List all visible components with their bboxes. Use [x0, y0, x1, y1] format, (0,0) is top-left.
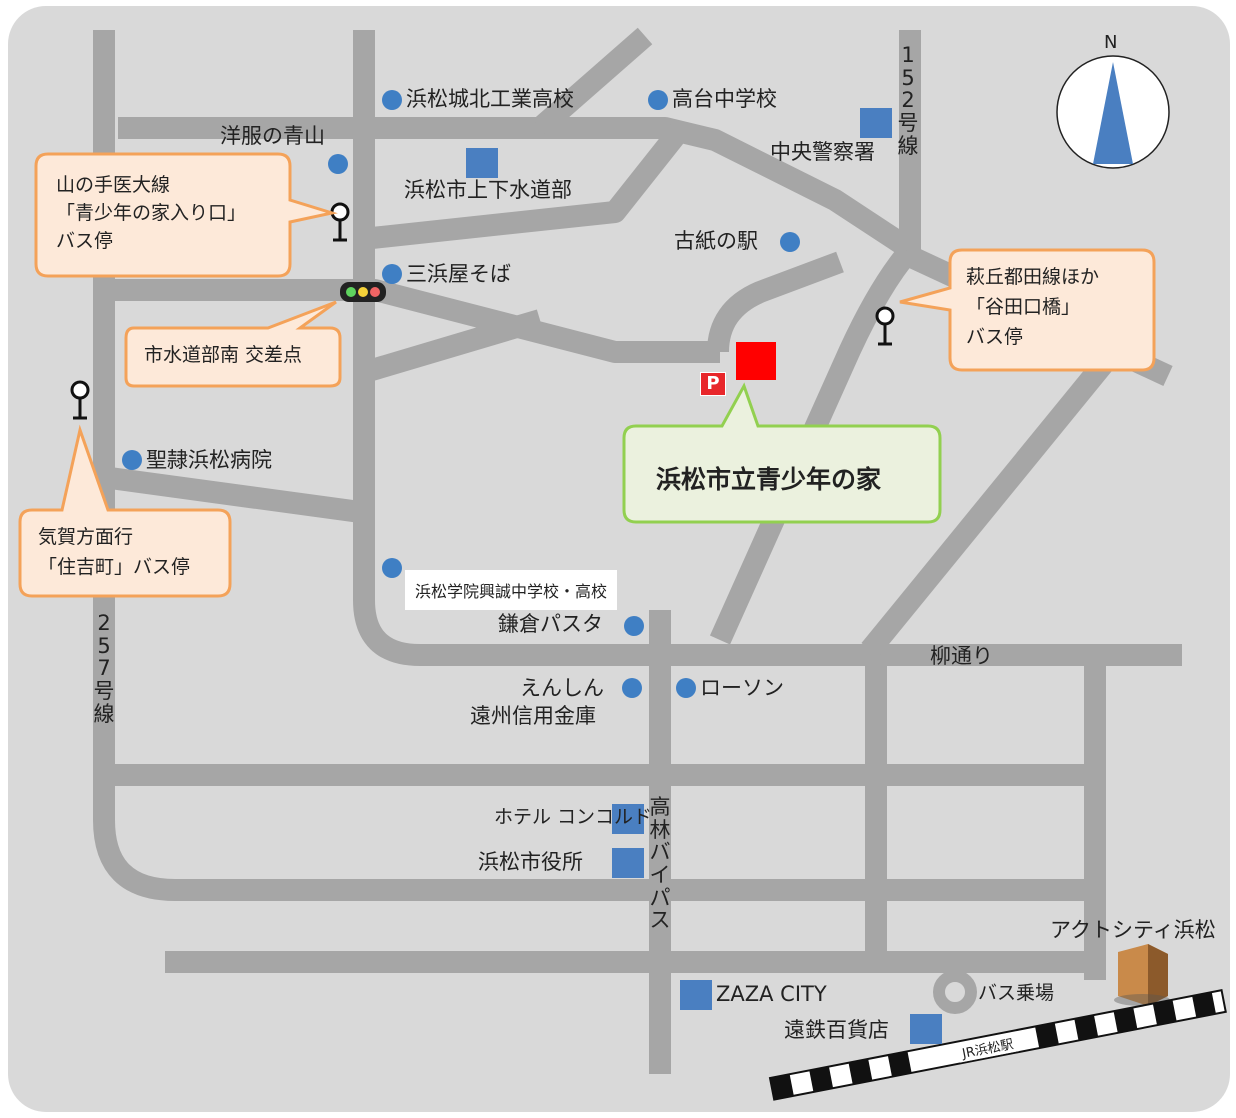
target-label: 浜松市立青少年の家	[656, 465, 882, 494]
poi-zaza: ZAZA CITY	[716, 982, 827, 1006]
road-main-vertical	[353, 30, 1182, 666]
poi-lawson: ローソン	[700, 676, 784, 700]
callout-yamanote-line3: バス停	[56, 230, 114, 252]
callout-hagioka-line1: 萩丘都田線ほか	[966, 266, 1100, 288]
road-label-yanagi: 柳通り	[930, 644, 993, 668]
compass-needle	[1093, 62, 1133, 164]
callout-kiga-line2: 「住吉町」バス停	[38, 556, 191, 578]
building-icon	[612, 804, 644, 834]
poi-bus-terminal: バス乗場	[978, 982, 1055, 1004]
callout-hagioka-line2: 「谷田口橋」	[966, 296, 1081, 318]
road-label-152: 152号線	[897, 43, 919, 158]
building-icon	[680, 980, 712, 1010]
poi-aoyama: 洋服の青山	[220, 124, 325, 148]
callout-yamanote-line2: 「青少年の家入り口」	[56, 202, 247, 224]
poi-shinkin: 遠州信用金庫	[470, 704, 596, 728]
callout-target	[622, 382, 942, 524]
callout-hagioka-line3: バス停	[966, 326, 1024, 348]
building-icon	[860, 108, 892, 138]
poi-chuo-police: 中央警察署	[770, 140, 875, 164]
building-icon	[466, 148, 498, 178]
road-route257	[93, 30, 1092, 901]
callout-kiga-line1: 気賀方面行	[38, 526, 134, 548]
poi-kamakura-pasta: 鎌倉パスタ	[498, 612, 603, 636]
road-target-curve	[707, 251, 844, 353]
poi-takadai-jhs: 高台中学校	[672, 87, 777, 111]
target-marker	[736, 342, 776, 380]
poi-act-city: アクトシティ浜松	[1050, 918, 1216, 942]
road-right-up	[861, 355, 1114, 657]
road-label-bypass: 高林バイパス	[649, 795, 671, 933]
compass	[1056, 55, 1170, 169]
poi-city-hall: 浜松市役所	[478, 850, 583, 874]
poi-dot	[622, 678, 642, 698]
building-icon	[910, 1014, 942, 1044]
poi-dot	[624, 616, 644, 636]
poi-dot	[122, 450, 142, 470]
road-network	[93, 27, 1182, 1074]
poi-dot	[780, 232, 800, 252]
road-lower-diag	[368, 309, 544, 381]
poi-dot	[382, 558, 402, 578]
poi-hotel: ホテル コンコルド	[494, 806, 653, 828]
parking-icon: P	[700, 372, 726, 396]
poi-dot	[382, 264, 402, 284]
compass-label: N	[1104, 32, 1118, 53]
poi-mihamaya: 三浜屋そば	[406, 262, 511, 286]
building-icon	[612, 848, 644, 878]
callout-kiga	[18, 424, 232, 598]
road-top	[118, 117, 912, 256]
callout-hagioka	[899, 248, 1156, 372]
callout-yamanote-line1: 山の手医大線	[56, 174, 171, 196]
callout-intersection-text: 市水道部南 交差点	[144, 344, 303, 366]
road-seirei	[108, 467, 362, 523]
callout-yamanote	[34, 152, 338, 278]
poi-gakuin: 浜松学院興誠中学校・高校	[405, 570, 618, 610]
callout-intersection	[124, 300, 342, 388]
poi-dot	[676, 678, 696, 698]
road-signal	[110, 279, 720, 363]
traffic-light-icon	[340, 282, 386, 302]
bus-stop-icon	[875, 306, 895, 346]
poi-josuido: 浜松市上下水道部	[404, 178, 572, 202]
poi-dot	[328, 154, 348, 174]
poi-dot	[648, 90, 668, 110]
act-city-building-icon	[1114, 944, 1170, 1006]
poi-seirei: 聖隷浜松病院	[146, 448, 272, 472]
bus-stop-icon	[70, 380, 90, 420]
road-josuido	[370, 123, 689, 249]
poi-shinkin-short: えんしん	[520, 676, 604, 700]
poi-entetsu: 遠鉄百貨店	[784, 1018, 889, 1042]
poi-koshi-no-eki: 古紙の駅	[674, 229, 758, 253]
poi-dot	[382, 90, 402, 110]
road-label-257: 257号線	[93, 611, 115, 726]
poi-hamamatsu-johoku: 浜松城北工業高校	[406, 87, 574, 111]
bus-rotary	[933, 970, 977, 1014]
road-diag-top	[532, 27, 653, 137]
